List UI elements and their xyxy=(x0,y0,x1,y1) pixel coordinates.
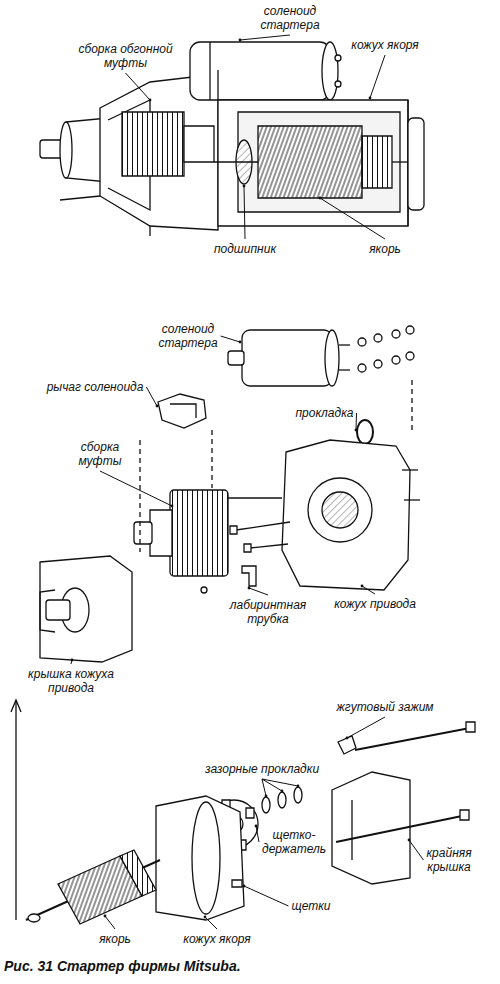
leader-line xyxy=(249,588,268,595)
part-label: крайняя крышка xyxy=(416,846,482,874)
part-label: зазорные прокладки xyxy=(198,762,326,776)
leader-line xyxy=(205,917,217,929)
leader-tip xyxy=(243,185,246,188)
part-label: сборка обгонной муфты xyxy=(78,42,173,70)
leader-tip xyxy=(346,737,349,740)
leader-line xyxy=(221,336,240,342)
leader-tip xyxy=(239,341,242,344)
leader-line xyxy=(126,73,151,100)
exploded-commutator-end xyxy=(11,700,475,924)
part-label: соленоид стартера xyxy=(250,4,330,32)
leader-tip xyxy=(281,790,284,793)
leader-line xyxy=(347,717,385,738)
leader-tip xyxy=(171,505,174,508)
leader-line xyxy=(320,198,385,239)
leader-tip xyxy=(255,825,258,828)
part-label: кожух якоря xyxy=(172,932,262,946)
leader-line xyxy=(244,186,245,239)
leader-line xyxy=(240,35,290,40)
leader-tip xyxy=(355,429,358,432)
leader-tip xyxy=(156,405,159,408)
leader-tip xyxy=(319,197,322,200)
part-label: подшипник xyxy=(205,242,285,256)
part-label: щетки xyxy=(286,899,336,913)
part-label: рычаг соленоида xyxy=(40,380,150,394)
leader-line xyxy=(244,886,288,906)
part-label: кожух привода xyxy=(325,597,425,611)
leader-tip xyxy=(248,587,251,590)
part-label: лабиринтная трубка xyxy=(228,598,308,626)
leader-line xyxy=(362,586,375,594)
leader-tip xyxy=(149,99,152,102)
assembled-starter xyxy=(40,42,424,236)
leader-tip xyxy=(71,659,74,662)
leader-tip xyxy=(265,795,268,798)
part-label: соленоид стартера xyxy=(150,322,226,350)
part-label: прокладка xyxy=(292,406,357,420)
part-label: якорь xyxy=(360,242,410,256)
leader-line xyxy=(409,840,423,860)
leader-tip xyxy=(204,916,207,919)
leader-tip xyxy=(408,839,411,842)
exploded-drive-end xyxy=(40,326,420,662)
figure-caption: Рис. 31 Стартер фирмы Mitsuba. xyxy=(4,958,241,975)
leader-line xyxy=(100,471,172,506)
leader-tip xyxy=(243,885,246,888)
part-label: сборка муфты xyxy=(70,440,130,468)
leader-line xyxy=(356,413,358,430)
part-label: жгутовый зажим xyxy=(330,700,440,714)
leader-tip xyxy=(361,585,364,588)
leader-line xyxy=(146,387,157,406)
leader-tip xyxy=(104,915,107,918)
part-label: щетко-держатель xyxy=(262,828,326,856)
part-label: кожух якоря xyxy=(340,38,430,52)
part-label: якорь xyxy=(90,932,140,946)
leader-tip xyxy=(369,97,372,100)
leader-line xyxy=(105,916,115,929)
part-label: крышка кожуха привода xyxy=(22,667,120,695)
leader-line xyxy=(370,55,385,98)
leader-line xyxy=(256,826,259,842)
leader-line xyxy=(262,779,298,786)
leader-tip xyxy=(239,39,242,42)
leader-tip xyxy=(297,785,300,788)
